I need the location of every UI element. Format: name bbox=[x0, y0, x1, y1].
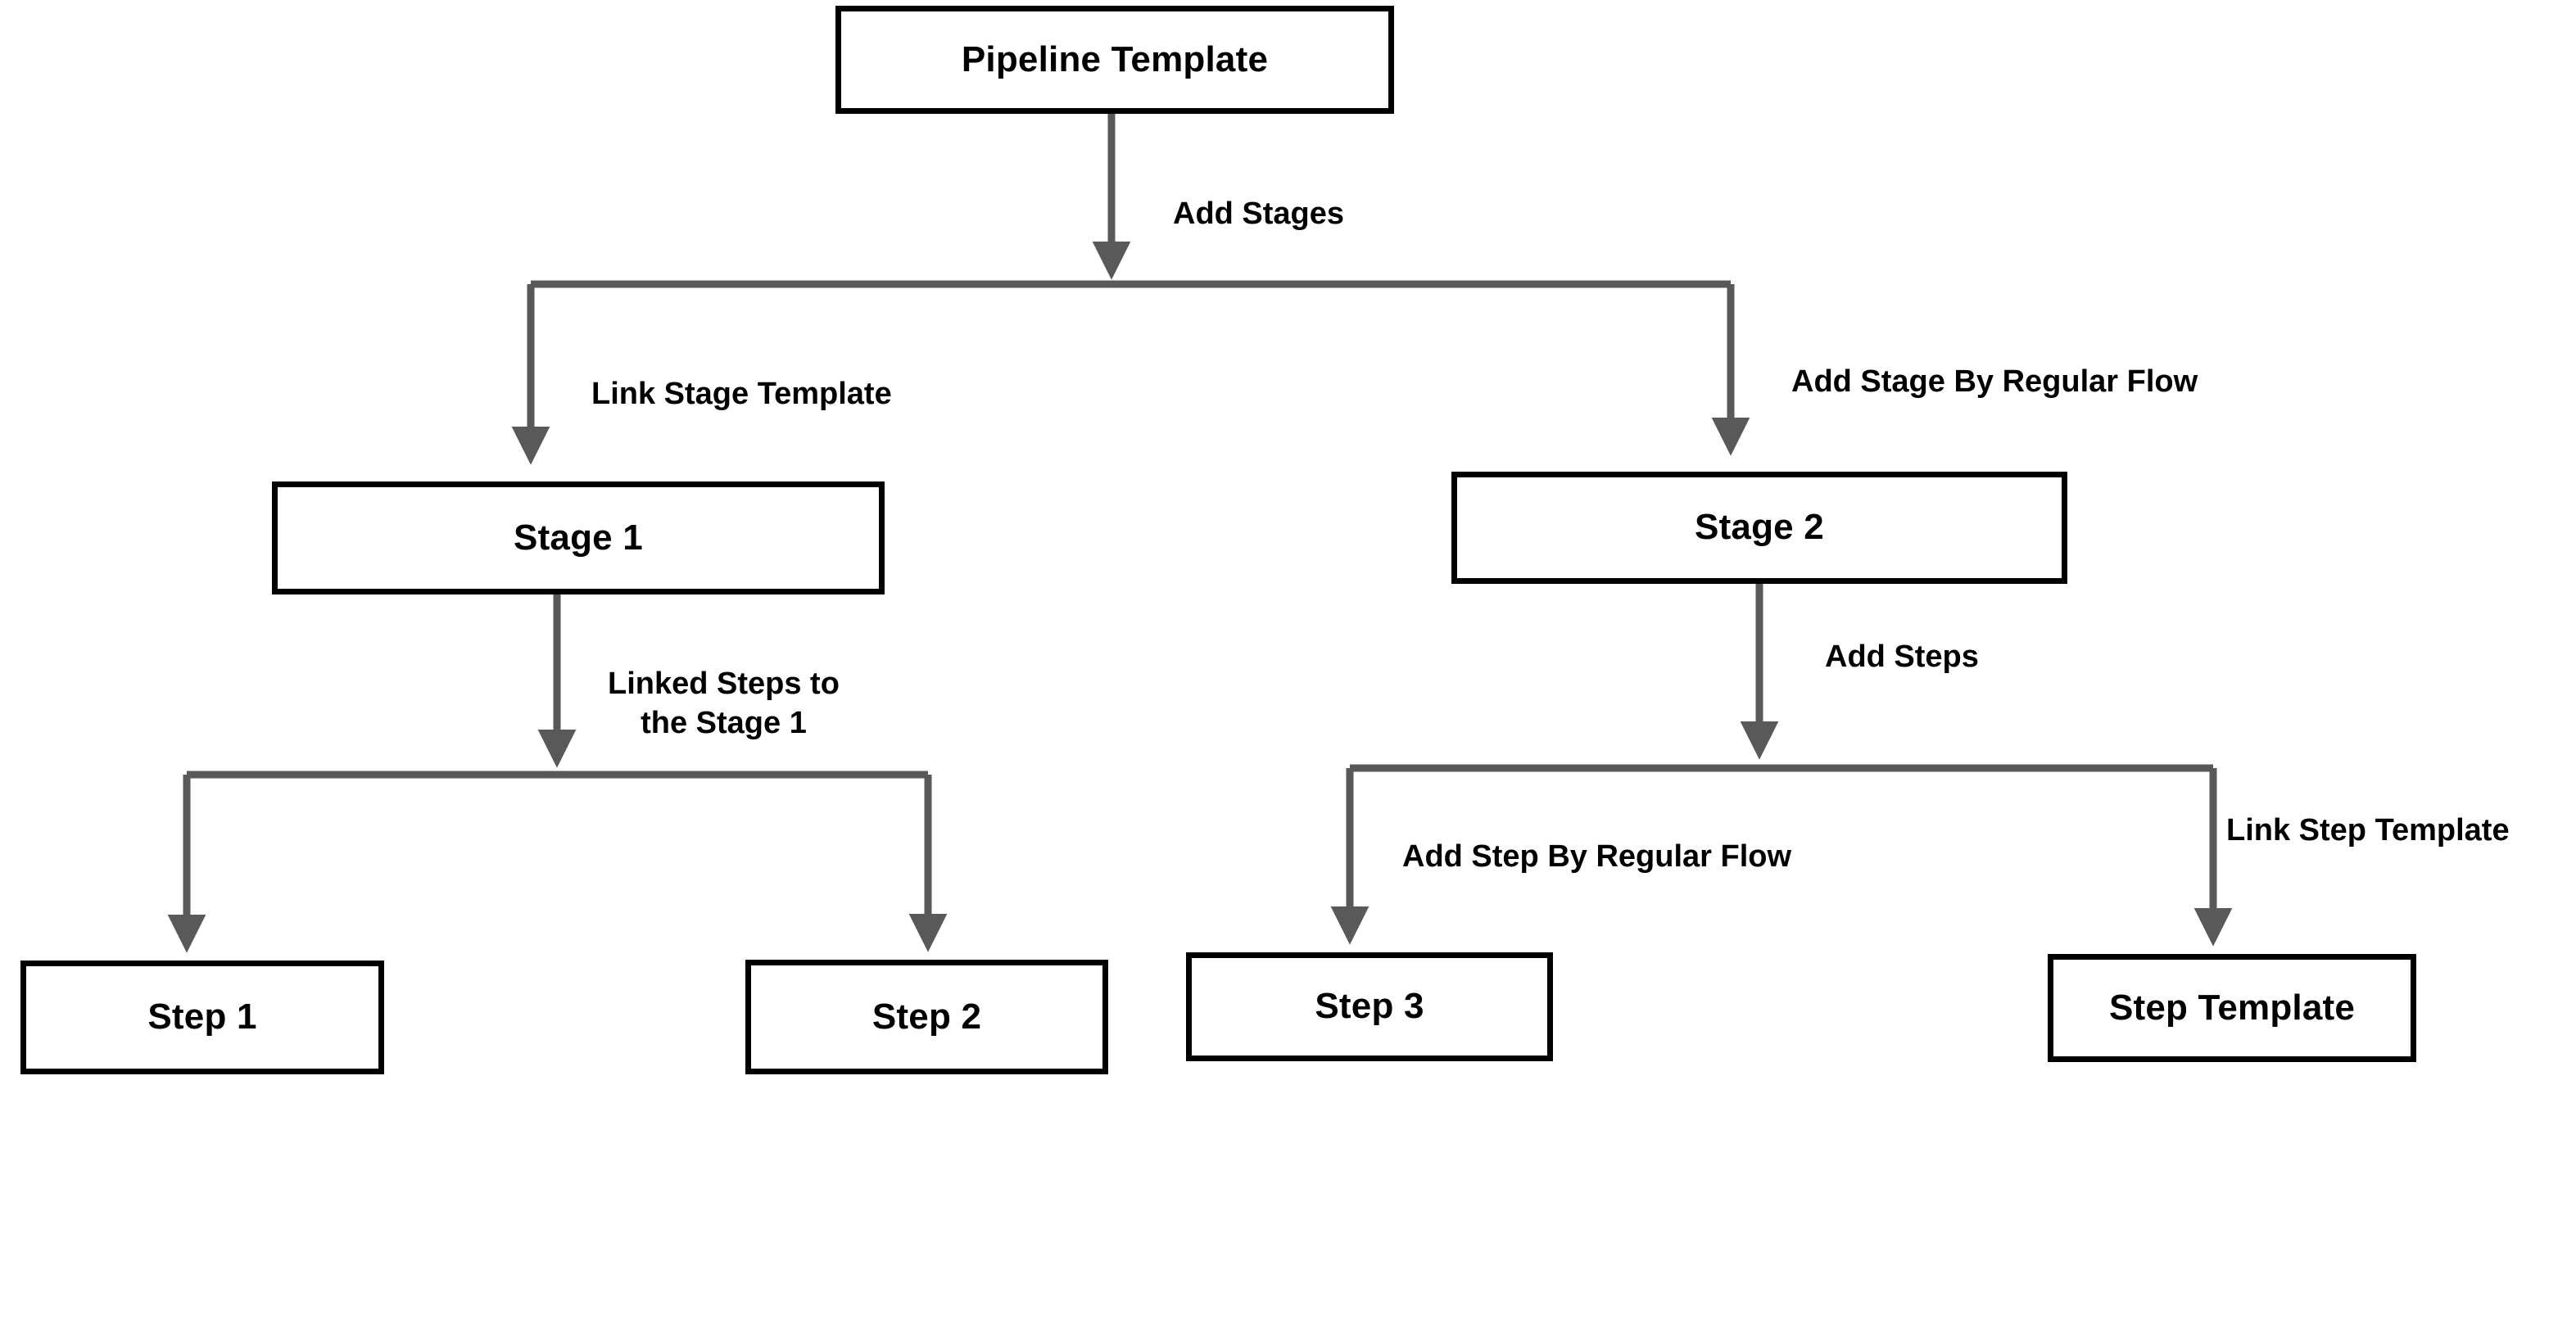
node-label: Step 1 bbox=[147, 997, 257, 1037]
edge-label-add-steps: Add Steps bbox=[1825, 640, 1979, 674]
edge-label-link-step-template: Link Step Template bbox=[2226, 813, 2510, 848]
node-step-3[interactable]: Step 3 bbox=[1186, 952, 1553, 1061]
stage-fork-bus bbox=[511, 280, 1750, 465]
node-label: Stage 2 bbox=[1695, 507, 1824, 548]
edge-label-add-stages: Add Stages bbox=[1173, 197, 1345, 231]
edge-label-link-stage-template: Link Stage Template bbox=[591, 377, 892, 411]
node-pipeline-template[interactable]: Pipeline Template bbox=[835, 6, 1394, 114]
edge-label-add-stage-by-regular-flow: Add Stage By Regular Flow bbox=[1791, 364, 2198, 399]
step-fork-right-bus bbox=[1330, 764, 2233, 947]
edge-label-add-step-by-regular-flow: Add Step By Regular Flow bbox=[1402, 839, 1792, 874]
node-step-template[interactable]: Step Template bbox=[2048, 954, 2416, 1062]
node-label: Step Template bbox=[2108, 987, 2356, 1028]
node-step-1[interactable]: Step 1 bbox=[20, 961, 384, 1074]
node-step-2[interactable]: Step 2 bbox=[745, 960, 1108, 1074]
node-label: Step 3 bbox=[1315, 986, 1424, 1027]
node-label: Stage 1 bbox=[514, 517, 643, 558]
node-stage-1[interactable]: Stage 1 bbox=[272, 481, 885, 594]
node-label: Step 2 bbox=[871, 996, 982, 1037]
node-label: Pipeline Template bbox=[961, 38, 1269, 79]
edge-label-linked-steps-to-the-stage-1: Linked Steps to the Stage 1 bbox=[608, 667, 840, 740]
node-stage-2[interactable]: Stage 2 bbox=[1451, 472, 2067, 584]
step-fork-left-bus bbox=[167, 771, 948, 953]
